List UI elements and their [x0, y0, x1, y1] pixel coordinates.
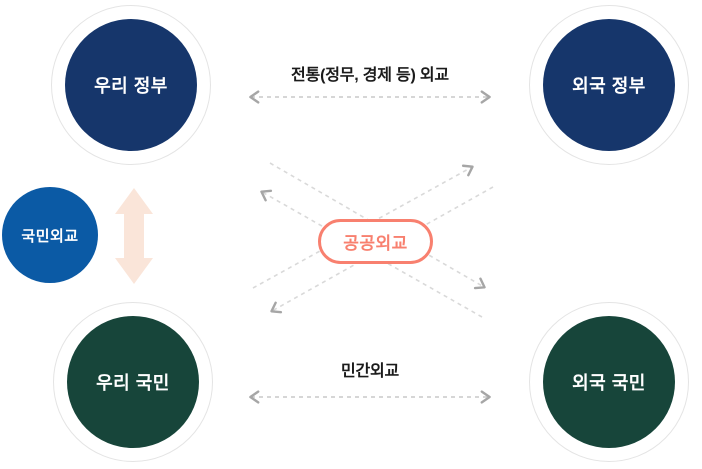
node-our-people-label: 우리 국민: [96, 373, 170, 393]
node-ring-foreign-government: 외국 정부: [529, 5, 689, 165]
arrow-our-people-to-foreign-gov: [252, 164, 474, 289]
node-citizen-diplomacy: 국민외교: [2, 187, 98, 283]
node-foreign-government-label: 외국 정부: [572, 76, 646, 96]
civilian-diplomacy-label: 민간외교: [340, 363, 400, 380]
node-our-people: 우리 국민: [67, 316, 199, 448]
arrow-shaft: [124, 214, 144, 258]
node-our-government-label: 우리 정부: [94, 76, 168, 96]
arrow-foreign-people-to-our-gov: [260, 189, 483, 318]
node-citizen-diplomacy-label: 국민외교: [21, 227, 79, 245]
arrow-foreign-gov-to-our-people: [270, 186, 494, 314]
traditional-diplomacy-label: 전통(정무, 경제 등) 외교: [291, 67, 449, 84]
node-ring-our-people: 우리 국민: [53, 302, 213, 462]
node-public-diplomacy: 공공외교: [318, 219, 433, 264]
node-foreign-people: 외국 국민: [543, 316, 675, 448]
arrow-up-head: [115, 188, 153, 214]
node-ring-foreign-people: 외국 국민: [529, 302, 689, 462]
node-foreign-government: 외국 정부: [543, 19, 675, 151]
citizen-diplomacy-double-arrow: [115, 188, 153, 284]
node-our-government: 우리 정부: [65, 19, 197, 151]
node-public-diplomacy-label: 공공외교: [343, 234, 408, 253]
node-foreign-people-label: 외국 국민: [572, 373, 646, 393]
node-ring-our-government: 우리 정부: [51, 5, 211, 165]
arrow-down-head: [115, 258, 153, 284]
